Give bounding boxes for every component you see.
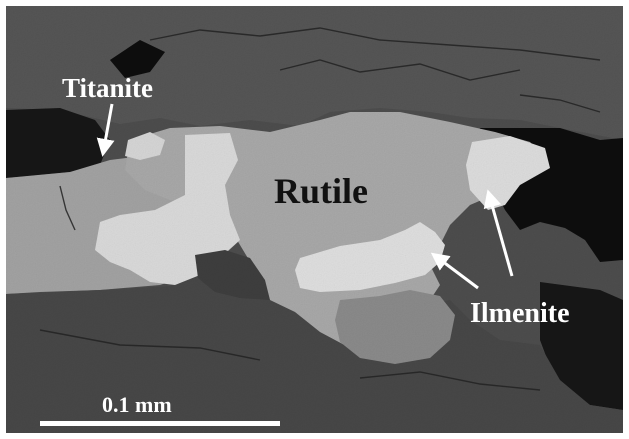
ilmenite-lamella (295, 222, 445, 292)
annotation-arrows (96, 103, 514, 290)
label-ilmenite: Ilmenite (470, 298, 570, 329)
titanite-arrow (96, 103, 115, 157)
lower-grain (335, 290, 455, 364)
void-left (6, 108, 110, 178)
cracks (39, 27, 601, 391)
ilmenite-left (95, 133, 240, 285)
label-rutile: Rutile (274, 171, 368, 211)
label-titanite: Titanite (62, 73, 153, 103)
shadow-blob (195, 250, 270, 300)
void-top-center (110, 40, 165, 78)
upper-matrix (6, 6, 623, 140)
scale-bar-line (40, 421, 280, 426)
scale-bar: 0.1 mm (40, 392, 280, 426)
lower-matrix (6, 260, 623, 433)
ilmenite-small (125, 132, 165, 160)
ilmenite-arrow-right (483, 189, 514, 277)
void-right-lower (540, 282, 623, 410)
scale-bar-label: 0.1 mm (102, 392, 172, 417)
ilmenite-arrow-left (430, 252, 479, 290)
